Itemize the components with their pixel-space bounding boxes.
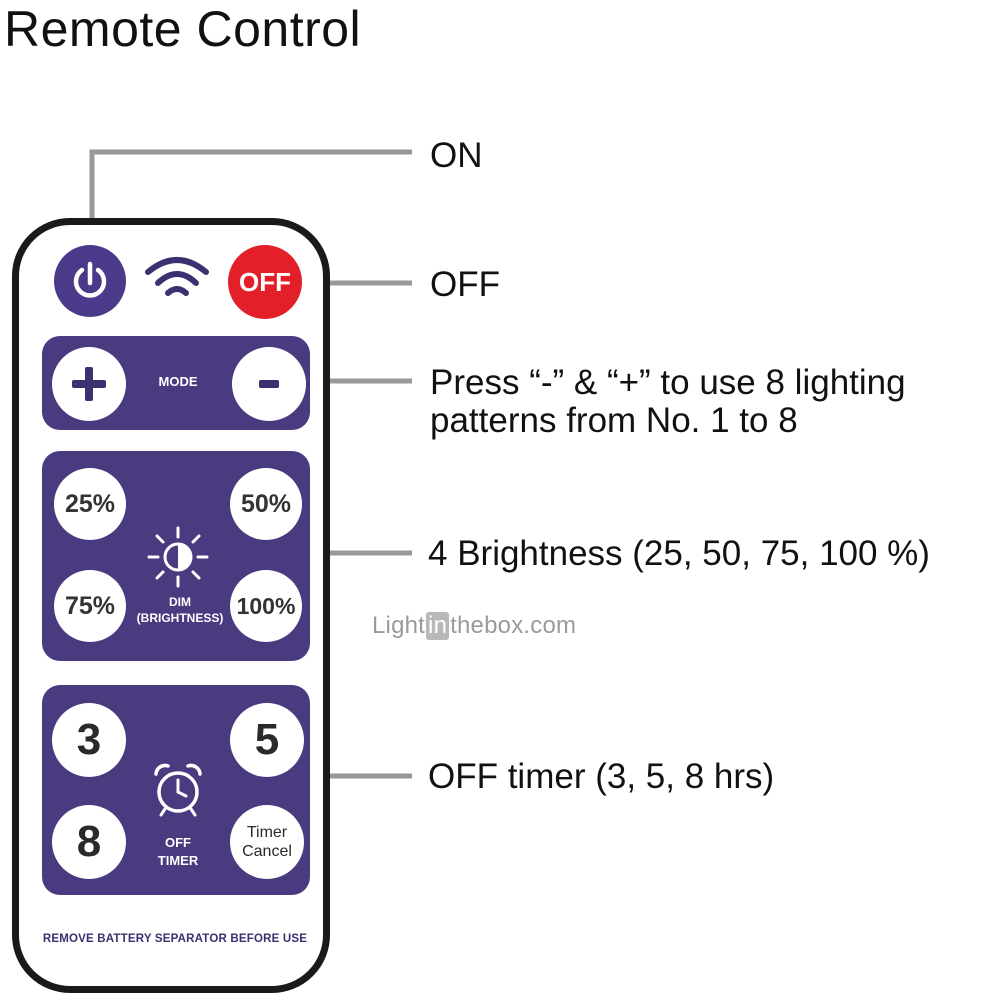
dim-label: DIM (BRIGHTNESS) <box>110 594 250 626</box>
minus-icon <box>259 380 279 388</box>
watermark-part1: Light <box>372 612 426 639</box>
brightness-100-button[interactable]: 100% <box>230 570 302 642</box>
mode-minus-button[interactable] <box>232 347 306 421</box>
watermark-part3: thebox.com <box>450 612 577 639</box>
watermark-part2: in <box>426 612 450 640</box>
callout-timer: OFF timer (3, 5, 8 hrs) <box>428 757 775 796</box>
brightness-50-button[interactable]: 50% <box>230 468 302 540</box>
timer-3-button[interactable]: 3 <box>52 703 126 777</box>
off-timer-line1: OFF <box>165 835 191 850</box>
alarm-clock-icon <box>154 763 202 817</box>
battery-note: REMOVE BATTERY SEPARATOR BEFORE USE <box>42 933 308 945</box>
timer-cancel-line1: Timer <box>246 824 288 841</box>
brightness-75-button[interactable]: 75% <box>54 570 126 642</box>
brightness-25-button[interactable]: 25% <box>54 468 126 540</box>
off-timer-label: OFF TIMER <box>130 834 226 870</box>
callout-mode-line2: patterns from No. 1 to 8 <box>430 401 798 440</box>
on-callout-line <box>89 149 412 240</box>
wifi-icon <box>145 257 209 296</box>
off-timer-line2: TIMER <box>157 853 199 868</box>
callout-on: ON <box>430 136 483 175</box>
dim-label-line2: (BRIGHTNESS) <box>136 611 224 625</box>
callout-off: OFF <box>430 265 500 304</box>
off-button[interactable]: OFF <box>228 245 302 319</box>
callout-mode: Press “-” & “+” to use 8 lighting patter… <box>430 364 906 440</box>
timer-cancel-button[interactable]: Timer Cancel <box>230 805 304 879</box>
on-button[interactable] <box>54 245 126 317</box>
dim-label-line1: DIM <box>169 595 191 609</box>
callout-mode-line1: Press “-” & “+” to use 8 lighting <box>430 363 906 402</box>
callout-brightness: 4 Brightness (25, 50, 75, 100 %) <box>428 534 930 573</box>
plus-icon <box>72 367 106 401</box>
timer-5-button[interactable]: 5 <box>230 703 304 777</box>
sun-half-icon <box>147 526 209 588</box>
mode-plus-button[interactable] <box>52 347 126 421</box>
timer-8-button[interactable]: 8 <box>52 805 126 879</box>
mode-label: MODE <box>158 374 198 389</box>
page-title: Remote Control <box>4 1 362 57</box>
power-icon <box>73 261 107 298</box>
timer-cancel-line2: Cancel <box>242 843 292 860</box>
